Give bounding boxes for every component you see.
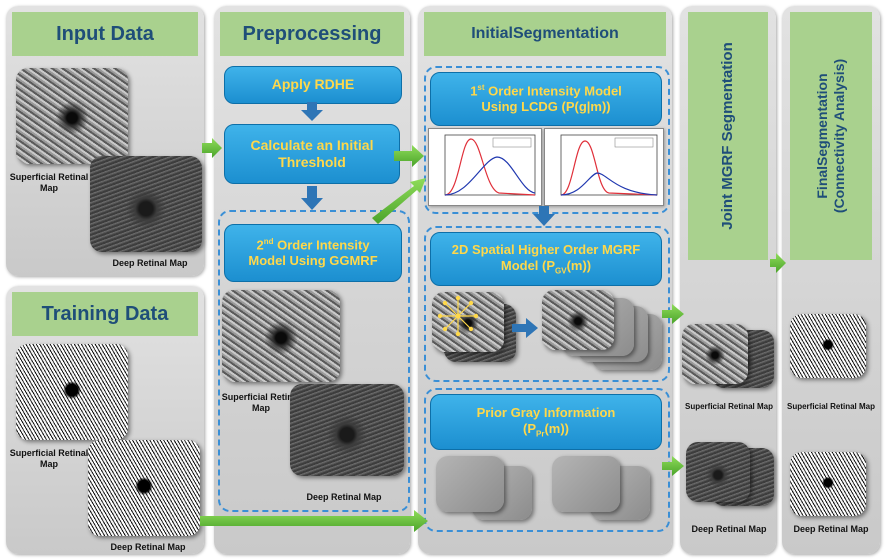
input-data-title: Input Data — [56, 22, 154, 45]
prior-map-b-front — [552, 456, 620, 512]
joint-superficial-label: Superficial Retinal Map — [684, 402, 774, 411]
input-deep-label: Deep Retinal Map — [112, 258, 188, 268]
input-superficial-map — [16, 68, 128, 164]
prior-prefix: (P — [523, 420, 536, 436]
mgrf-blue-arrow-icon — [512, 318, 538, 338]
joint-superficial-front — [682, 324, 748, 384]
arrow-input-to-pre — [202, 138, 222, 158]
mgrf-model-suffix: (m)) — [566, 257, 592, 273]
neighborhood-star-icon — [437, 295, 479, 337]
mgrf-line1: 2D Spatial Higher Order MGRF — [451, 241, 641, 257]
prior-map-a-front — [436, 456, 504, 512]
mgrf-model-prefix: Model (P — [500, 257, 556, 273]
ggmrf-model-step: 2nd Order Intensity Model Using GGMRF — [224, 224, 402, 282]
lcdg-line2: Using LCDG (P(g|m)) — [481, 99, 611, 115]
arrow-mgrf-to-joint — [662, 304, 684, 324]
prior-subscript: Pr — [536, 429, 545, 439]
lcdg-plot-right — [544, 128, 664, 206]
prior-line1: Prior Gray Information — [476, 404, 616, 420]
lcdg-model-step: 1st Order Intensity Model Using LCDG (P(… — [430, 72, 662, 126]
ggmrf-line1: Order Intensity — [273, 236, 370, 252]
ggmrf-order-suffix: nd — [263, 236, 274, 246]
ggmrf-dashed-group — [218, 210, 410, 512]
training-data-title: Training Data — [41, 302, 169, 325]
prior-gray-step: Prior Gray Information (PPr(m)) — [430, 394, 662, 450]
joint-deep-label: Deep Retinal Map — [691, 524, 767, 534]
ggmrf-order-number: 2 — [256, 236, 264, 252]
pre-deep-map — [290, 384, 404, 476]
mgrf-dashed-group — [424, 226, 670, 382]
pre-superficial-map — [222, 290, 340, 382]
arrow-threshold-to-ggmrf — [301, 186, 323, 210]
apply-rdhe-label: Apply RDHE — [271, 76, 355, 93]
ggmrf-line2: Model Using GGMRF — [248, 253, 378, 269]
initial-threshold-label: Calculate an Initial Threshold — [250, 136, 374, 171]
arrow-rdhe-to-threshold — [301, 102, 323, 121]
input-data-header: Input Data — [12, 12, 198, 56]
arrow-training-to-prior — [200, 510, 428, 532]
input-superficial-label: Superficial Retinal Map — [9, 172, 89, 193]
final-deep-label: Deep Retinal Map — [793, 524, 869, 534]
training-superficial-label: Superficial Retinal Map — [9, 448, 89, 469]
initial-threshold-step: Calculate an Initial Threshold — [224, 124, 400, 184]
mgrf-input-front — [432, 292, 504, 352]
mgrf-stack-front — [542, 290, 614, 350]
training-superficial-map — [16, 344, 128, 440]
lcdg-line1: Order Intensity Model — [484, 82, 622, 98]
arrow-lcdg-to-mgrf — [533, 206, 555, 226]
arrow-prior-to-joint — [662, 456, 684, 476]
arrow-joint-to-final — [770, 253, 786, 273]
training-deep-map — [88, 440, 200, 536]
arrow-threshold-to-lcdg — [394, 145, 424, 167]
pre-superficial-label: Superficial Retinal Map — [221, 392, 301, 413]
lcdg-plot-left — [428, 128, 542, 206]
training-deep-label: Deep Retinal Map — [110, 542, 186, 552]
final-superficial-label: Superficial Retinal Map — [786, 402, 876, 411]
training-data-header: Training Data — [12, 292, 198, 336]
mgrf-model-subscript: GV — [555, 266, 567, 276]
preprocessing-title: Preprocessing — [242, 22, 382, 45]
final-superficial-map — [790, 314, 866, 378]
initial-segmentation-header: InitialSegmentation — [424, 12, 666, 56]
prior-suffix: (m)) — [544, 420, 569, 436]
prior-dashed-group — [424, 388, 670, 532]
lcdg-order-number: 1 — [470, 82, 478, 98]
pre-deep-label: Deep Retinal Map — [306, 492, 382, 502]
initial-segmentation-title: InitialSegmentation — [471, 25, 619, 42]
preprocessing-header: Preprocessing — [220, 12, 404, 56]
arrow-ggmrf-to-lcdg — [372, 178, 426, 224]
final-deep-map — [790, 452, 866, 516]
mgrf-model-step: 2D Spatial Higher Order MGRF Model (PGV(… — [430, 232, 662, 286]
joint-mgrf-header: Joint MGRF Segmentation — [688, 12, 768, 260]
apply-rdhe-step: Apply RDHE — [224, 66, 402, 104]
joint-deep-front — [686, 442, 750, 502]
lcdg-order-suffix: st — [477, 82, 485, 92]
input-deep-map — [90, 156, 202, 252]
final-segmentation-header: FinalSegmentation (Connectivity Analysis… — [790, 12, 872, 260]
